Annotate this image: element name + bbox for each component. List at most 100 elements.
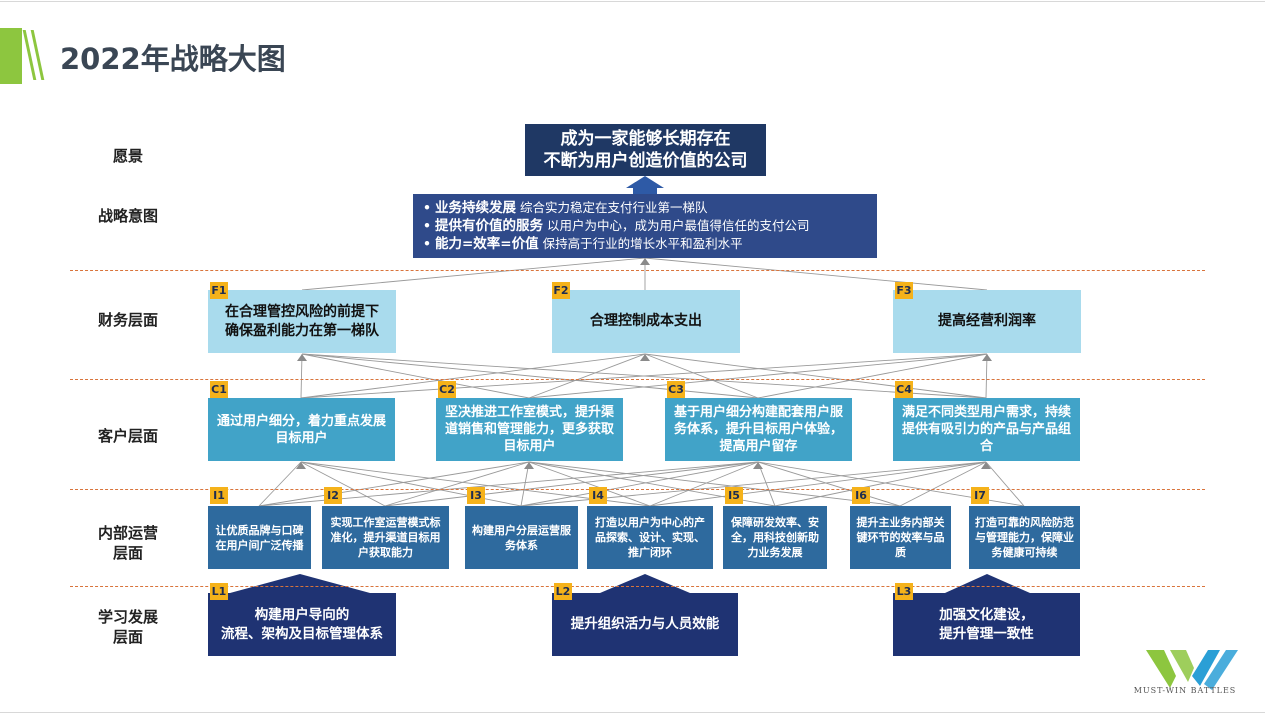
intent-item: •能力=效率=价值 保持高于行业的增长水平和盈利水平 [423,236,743,252]
tag-c3: C3 [667,381,685,398]
connector-line [774,461,987,507]
tag-i2: I2 [324,487,342,504]
tag-i7: I7 [971,487,989,504]
connector-line [300,353,646,399]
internal-objective-i4: 打造以用户为中心的产品探索、设计、实现、推广闭环 [587,506,713,569]
learning-objective-l3: 加强文化建设， 提升管理一致性 [893,593,1080,656]
title-accent-bar [0,28,22,84]
learning-objective-l2: 提升组织活力与人员效能 [552,593,738,656]
row-label-finance: 财务层面 [97,311,158,329]
logo-green-mark [1170,650,1194,682]
connector-line [528,461,651,507]
tag-i4: I4 [589,487,607,504]
divider-line [70,270,1205,271]
arrowhead [297,354,307,361]
divider-line [70,379,1205,380]
tag-f2: F2 [552,282,570,299]
tag-c1: C1 [210,381,228,398]
connector-line [757,353,988,399]
tag-i1: I1 [210,487,228,504]
connector-line [301,353,987,399]
internal-objective-i7: 打造可靠的风险防范与管理能力，保障业务健康可持续 [969,506,1080,569]
bottom-border [0,712,1265,713]
divider-line [70,489,1205,490]
row-label-intent: 战略意图 [97,207,158,225]
connector-line [301,353,759,399]
connector-line [528,461,901,507]
arrowhead [753,462,763,469]
strategic-intent-box: •业务持续发展 综合实力稳定在支付行业第一梯队 •提供有价值的服务 以用户为中心… [413,194,877,258]
connector-line [644,353,987,399]
logo-green-mark [1146,650,1176,688]
connector-line [644,353,759,399]
row-label-internal: 内部运营 层面 [97,524,158,562]
connector-line [899,461,987,507]
logo-text: MUST-WIN BATTLES [1133,686,1237,695]
tag-f3: F3 [895,282,913,299]
learning-to-internal-arrow [945,574,1030,593]
learning-to-internal-arrow [600,574,690,593]
internal-objective-i5: 保障研发效率、安全，用科技创新助力业务发展 [723,506,827,569]
divider-line [70,586,1205,587]
customer-objective-c1: 通过用户细分，着力重点发展目标用户 [208,398,395,461]
tag-l3: L3 [895,583,913,600]
connector-line [985,461,1025,507]
arrowhead [982,354,992,361]
tag-c4: C4 [895,381,913,398]
connector-line [258,461,530,507]
tag-l2: L2 [554,583,572,600]
arrowhead [524,462,534,469]
intent-to-vision-arrow [626,176,664,194]
tag-f1: F1 [210,282,228,299]
arrowhead [981,462,991,469]
connector-line [520,461,530,507]
customer-objective-c4: 满足不同类型用户需求，持续提供有吸引力的产品与产品组合 [893,398,1080,461]
logo-blue-mark [1192,650,1220,686]
connector-line [301,353,530,399]
tag-i6: I6 [852,487,870,504]
learning-to-internal-arrow [230,574,370,593]
connector-line [258,461,302,507]
connector-line [384,461,759,507]
row-label-vision: 愿景 [112,147,143,165]
vision-line-2: 不断为用户创造价值的公司 [543,151,748,171]
intent-item: •业务持续发展 综合实力稳定在支付行业第一梯队 [423,200,708,216]
connector-line [384,461,530,507]
vision-line-1: 成为一家能够长期存在 [560,129,731,149]
internal-objective-i6: 提升主业务内部关键环节的效率与品质 [850,506,951,569]
row-label-learning: 学习发展 层面 [97,608,158,646]
internal-objective-i3: 构建用户分层运营服务体系 [465,506,578,569]
arrowhead [640,354,650,361]
row-label-customer: 客户层面 [97,427,158,445]
learning-objective-l1: 构建用户导向的 流程、架构及目标管理体系 [208,593,396,656]
connector-line [649,461,987,507]
intent-item: •提供有价值的服务 以用户为中心，成为用户最值得信任的支付公司 [423,218,810,234]
connector-line [520,461,759,507]
connector-line [300,461,386,507]
connector-line [757,461,901,507]
tag-i5: I5 [725,487,743,504]
finance-objective-f1: 在合理管控风险的前提下 确保盈利能力在第一梯队 [208,290,396,353]
connector-line [528,353,646,399]
vision-box: 成为一家能够长期存在 不断为用户创造价值的公司 [525,124,766,176]
tag-c2: C2 [438,381,456,398]
finance-objective-f2: 合理控制成本支出 [552,290,740,353]
must-win-battles-logo [1146,650,1238,690]
connector-line [985,353,988,399]
page-title: 2022年战略大图 [60,42,286,76]
customer-objective-c2: 坚决推进工作室模式，提升渠道销售和管理能力，更多获取目标用户 [436,398,623,461]
top-border [0,1,1265,2]
tag-i3: I3 [467,487,485,504]
arrowhead [640,258,650,265]
connector-line [301,257,646,291]
internal-objective-i2: 实现工作室运营模式标准化，提升渠道目标用户获取能力 [322,506,449,569]
finance-objective-f3: 提高经营利润率 [893,290,1081,353]
connector-line [258,461,759,507]
connector-line [649,461,759,507]
arrowhead [296,462,306,469]
logo-blue-mark [1204,650,1238,690]
internal-objective-i1: 让优质品牌与口碑在用户间广泛传播 [208,506,311,569]
intent-list: •业务持续发展 综合实力稳定在支付行业第一梯队 •提供有价值的服务 以用户为中心… [423,199,809,253]
